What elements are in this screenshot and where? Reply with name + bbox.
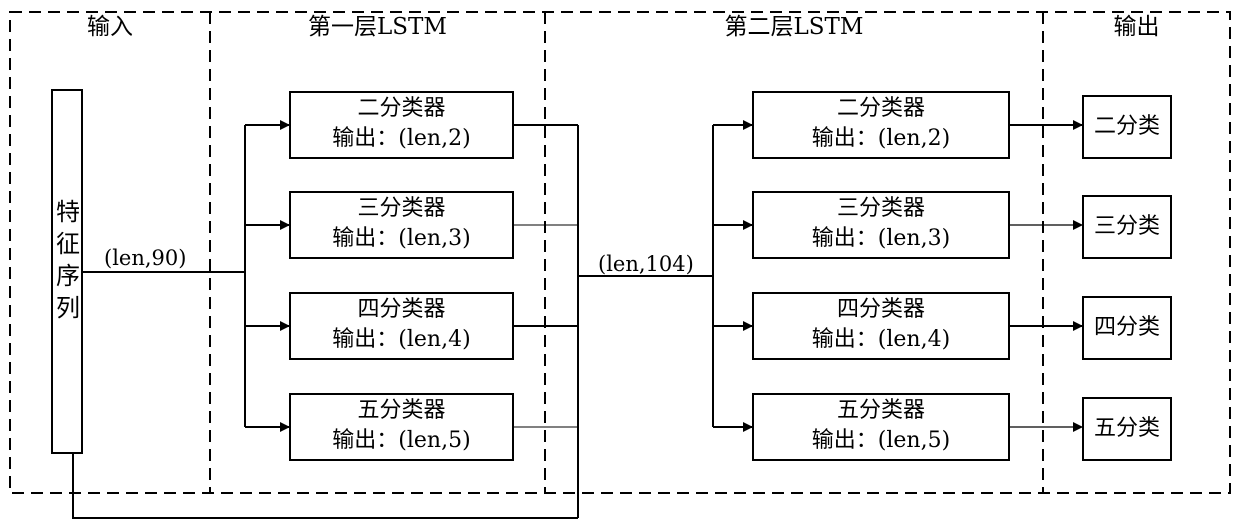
l2-classifier-quaternary: 四分类器 输出：(len,4) [753,295,1009,355]
layer2-section-title: 第二层LSTM [545,14,1043,40]
feature-sequence-char: 序 [56,260,78,292]
output-binary: 二分类 [1083,112,1171,142]
classifier-output: 输出：(len,3) [290,224,513,254]
classifier-output: 输出：(len,2) [290,124,513,154]
classifier-output: 输出：(len,4) [290,325,513,355]
classifier-name: 四分类器 [290,295,513,325]
l1-classifier-quaternary: 四分类器 输出：(len,4) [290,295,513,355]
l1-classifier-ternary: 三分类器 输出：(len,3) [290,194,513,254]
l1-classifier-quinary: 五分类器 输出：(len,5) [290,396,513,456]
classifier-output: 输出：(len,3) [753,224,1009,254]
classifier-name: 二分类器 [753,94,1009,124]
classifier-output: 输出：(len,5) [290,426,513,456]
skip-connection [73,453,578,518]
feature-sequence-char: 特 [56,196,78,228]
classifier-name: 五分类器 [753,396,1009,426]
feature-sequence-label: 特 征 序 列 [56,196,78,324]
input-section-title: 输入 [10,14,210,40]
classifier-output: 输出：(len,4) [753,325,1009,355]
l2-classifier-ternary: 三分类器 输出：(len,3) [753,194,1009,254]
classifier-name: 三分类器 [290,194,513,224]
l1-classifier-binary: 二分类器 输出：(len,2) [290,94,513,154]
l2-classifier-binary: 二分类器 输出：(len,2) [753,94,1009,154]
output-quaternary: 四分类 [1083,313,1171,343]
classifier-output: 输出：(len,2) [753,124,1009,154]
feature-sequence-char: 列 [56,292,78,324]
classifier-name: 三分类器 [753,194,1009,224]
classifier-name: 二分类器 [290,94,513,124]
feature-sequence-char: 征 [56,228,78,260]
output-quinary: 五分类 [1083,414,1171,444]
concat-dim-label: (len,104) [598,252,694,276]
classifier-output: 输出：(len,5) [753,426,1009,456]
classifier-name: 四分类器 [753,295,1009,325]
layer1-section-title: 第一层LSTM [210,14,545,40]
output-ternary: 三分类 [1083,212,1171,242]
output-section-title: 输出 [1043,14,1230,40]
classifier-name: 五分类器 [290,396,513,426]
l2-classifier-quinary: 五分类器 输出：(len,5) [753,396,1009,456]
input-dim-label: (len,90) [104,246,186,270]
